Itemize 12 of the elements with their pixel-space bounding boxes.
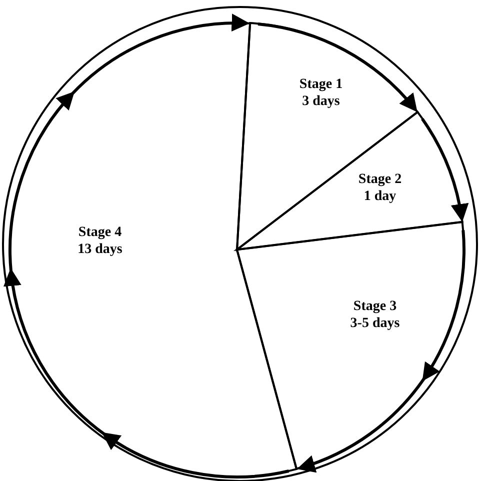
stage-label: Stage 3 (353, 298, 397, 315)
duration-label: 3 days (302, 92, 340, 110)
duration-label: 1 day (364, 188, 396, 205)
duration-label: 13 days (78, 241, 122, 258)
pie-sector (237, 222, 464, 470)
cycle-arrow (298, 230, 466, 472)
stage-label: Stage 1 (299, 76, 343, 93)
stage-label: Stage 2 (358, 170, 402, 188)
duration-label: 3-5 days (350, 314, 400, 332)
cycle-arrow (258, 22, 418, 112)
cycle-arrow (420, 118, 468, 222)
stage-label: Stage 4 (78, 224, 122, 241)
